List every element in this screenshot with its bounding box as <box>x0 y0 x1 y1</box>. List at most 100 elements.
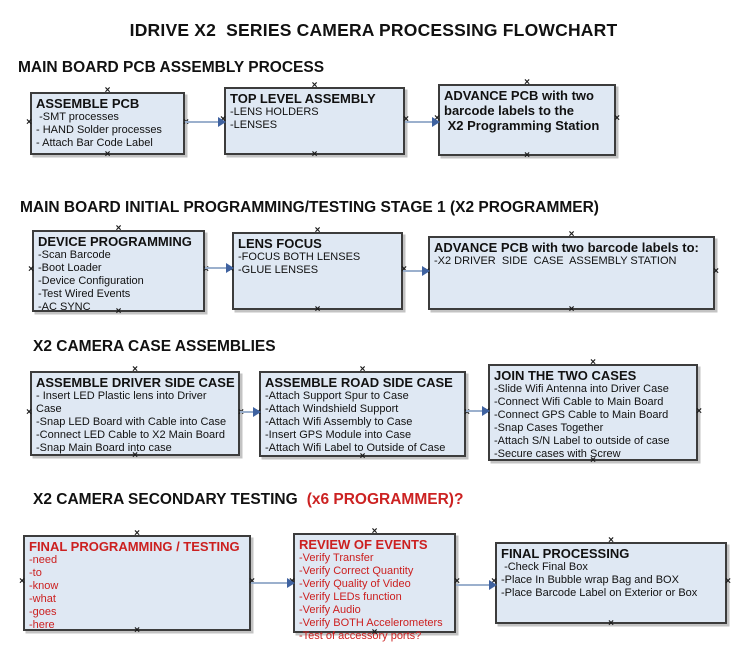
box-item: -SMT processes <box>36 111 119 123</box>
box-item: -Boot Loader <box>38 262 102 274</box>
box-item: - Insert LED Plastic lens into Driver Ca… <box>36 390 210 415</box>
box-title: LENS FOCUS <box>238 236 322 251</box>
flow-box-final-programming-testing[interactable]: FINAL PROGRAMMING / TESTING -need -to -k… <box>19 529 255 636</box>
connector-arrow-assemble-to-toplevel[interactable] <box>185 117 226 127</box>
box-item: -Attach Windshield Support <box>265 403 399 415</box>
box-item: -goes <box>29 606 57 618</box>
box-title: ASSEMBLE ROAD SIDE CASE <box>265 375 453 390</box>
box-title: DEVICE PROGRAMMING <box>38 234 192 249</box>
flow-box-join-the-two-cases[interactable]: JOIN THE TWO CASES -Slide Wifi Antenna i… <box>484 358 702 466</box>
connector-arrow-finalprog-to-review[interactable] <box>251 578 295 588</box>
box-item: -Device Configuration <box>38 275 144 287</box>
arrowhead-icon <box>226 263 234 273</box>
flowchart-title: IDRIVE X2 SERIES CAMERA PROCESSING FLOWC… <box>129 20 618 40</box>
box-item: -Verify Correct Quantity <box>299 565 414 577</box>
flow-box-device-programming[interactable]: DEVICE PROGRAMMING -Scan Barcode -Boot L… <box>28 224 209 317</box>
box-item: -Secure cases with Screw <box>494 448 621 460</box>
box-item: -Scan Barcode <box>38 249 111 261</box>
connector-arrow-device-to-lensfocus[interactable] <box>205 263 234 273</box>
anchor-x-icon: × <box>608 535 614 546</box>
flow-box-review-of-events[interactable]: REVIEW OF EVENTS -Verify Transfer -Verif… <box>289 527 460 643</box>
box-item: -know <box>29 580 59 592</box>
box-item: -Attach S/N Label to outside of case <box>494 435 670 447</box>
section-heading-pcb-assembly: MAIN BOARD PCB ASSEMBLY PROCESS <box>18 59 325 76</box>
box-title: TOP LEVEL ASSEMBLY <box>230 91 376 106</box>
box-item: -Place Barcode Label on Exterior or Box <box>501 587 698 599</box>
anchor-x-icon: × <box>696 405 702 417</box>
anchor-x-icon: × <box>134 528 140 539</box>
box-item: -here <box>29 619 55 631</box>
box-title: ASSEMBLE DRIVER SIDE CASE <box>36 375 235 390</box>
box-title: ASSEMBLE PCB <box>36 96 140 111</box>
flow-box-assemble-pcb[interactable]: ASSEMBLE PCB -SMT processes - HAND Solde… <box>26 86 189 160</box>
anchor-x-icon: × <box>19 576 25 587</box>
box-title: ADVANCE PCB with two barcode labels to: <box>434 240 699 255</box>
box-item: - HAND Solder processes <box>36 124 162 136</box>
arrowhead-icon <box>482 406 490 416</box>
box-title: JOIN THE TWO CASES <box>494 368 637 383</box>
connector-arrow-lensfocus-to-advance[interactable] <box>403 266 430 276</box>
box-item: -Connect GPS Cable to Main Board <box>494 409 669 421</box>
anchor-x-icon: × <box>725 576 731 587</box>
anchor-x-icon: × <box>132 364 138 375</box>
box-item: -Verify Audio <box>299 604 361 616</box>
flow-box-lens-focus[interactable]: LENS FOCUS -FOCUS BOTH LENSES -GLUE LENS… <box>228 226 407 315</box>
section-heading-secondary-testing: X2 CAMERA SECONDARY TESTING (x6 PROGRAMME… <box>33 491 463 509</box>
anchor-x-icon: × <box>524 150 530 161</box>
arrowhead-icon <box>218 117 226 127</box>
anchor-x-icon: × <box>311 80 318 91</box>
box-item: -AC SYNC <box>38 301 91 313</box>
anchor-x-icon: × <box>713 266 719 277</box>
box-item: -what <box>29 593 56 605</box>
box-item: -Snap Main Board into case <box>36 442 172 454</box>
anchor-x-icon: × <box>568 304 575 315</box>
box-title: REVIEW OF EVENTS <box>299 537 428 552</box>
flow-box-assemble-driver-side-case[interactable]: ASSEMBLE DRIVER SIDE CASE - Insert LED P… <box>26 365 244 461</box>
anchor-x-icon: × <box>359 364 366 375</box>
anchor-x-icon: × <box>590 357 596 368</box>
flow-box-top-level-assembly[interactable]: TOP LEVEL ASSEMBLY -LENS HOLDERS -LENSES… <box>220 81 409 160</box>
anchor-x-icon: × <box>26 116 32 128</box>
arrowhead-icon <box>489 580 497 590</box>
flow-box-advance-pcb-driver-side[interactable]: ADVANCE PCB with two barcode labels to: … <box>424 230 719 315</box>
box-item: -Snap Cases Together <box>494 422 604 434</box>
box-item: -Connect LED Cable to X2 Main Board <box>36 429 225 441</box>
connector-arrow-roadside-to-join[interactable] <box>466 406 490 416</box>
section-heading-initial-programming: MAIN BOARD INITIAL PROGRAMMING/TESTING S… <box>20 199 599 216</box>
arrowhead-icon <box>253 407 261 417</box>
box-item: -Snap LED Board with Cable into Case <box>36 416 227 428</box>
flow-box-final-processing[interactable]: FINAL PROCESSING -Check Final Box -Place… <box>491 536 731 629</box>
anchor-x-icon: × <box>28 264 34 275</box>
anchor-x-icon: × <box>371 526 378 537</box>
box-item: -Verify BOTH Accelerometers <box>299 617 443 629</box>
box-item: -GLUE LENSES <box>238 264 319 276</box>
arrowhead-icon <box>432 117 440 127</box>
arrowhead-icon <box>422 266 430 276</box>
connector-arrow-review-to-finalproc[interactable] <box>456 580 497 590</box>
section-heading-red-part: (x6 PROGRAMMER)? <box>306 491 464 508</box>
anchor-x-icon: × <box>115 223 122 234</box>
section-heading-black-part: X2 CAMERA SECONDARY TESTING <box>33 491 298 508</box>
box-item: -Test of accessory ports? <box>299 630 422 642</box>
box-title: FINAL PROGRAMMING / TESTING <box>29 539 240 554</box>
box-item: -Insert GPS Module into Case <box>265 429 412 441</box>
box-item: -Slide Wifi Antenna into Driver Case <box>494 383 669 395</box>
anchor-x-icon: × <box>311 149 318 160</box>
anchor-x-icon: × <box>314 304 321 315</box>
connector-arrow-toplevel-to-advance[interactable] <box>405 117 440 127</box>
connector-arrow-driverside-to-roadside[interactable] <box>240 407 261 417</box>
box-item: -Verify Quality of Video <box>299 578 411 590</box>
anchor-x-icon: × <box>608 618 614 629</box>
flow-box-advance-pcb-programming-station[interactable]: ADVANCE PCB with two barcode labels to t… <box>434 78 620 161</box>
box-item: -Check Final Box <box>501 561 588 573</box>
anchor-x-icon: × <box>26 406 32 418</box>
box-item: -need <box>29 554 58 566</box>
anchor-x-icon: × <box>614 113 620 124</box>
box-item: -to <box>29 567 42 579</box>
section-heading-case-assemblies: X2 CAMERA CASE ASSEMBLIES <box>33 338 276 355</box>
box-item: -Verify LEDs function <box>299 591 402 603</box>
box-title: FINAL PROCESSING <box>501 546 630 561</box>
flow-box-assemble-road-side-case[interactable]: ASSEMBLE ROAD SIDE CASE -Attach Support … <box>255 365 470 462</box>
box-item: -Connect Wifi Cable to Main Board <box>494 396 664 408</box>
box-item: -Attach Wifi Label to Outside of Case <box>265 442 446 454</box>
